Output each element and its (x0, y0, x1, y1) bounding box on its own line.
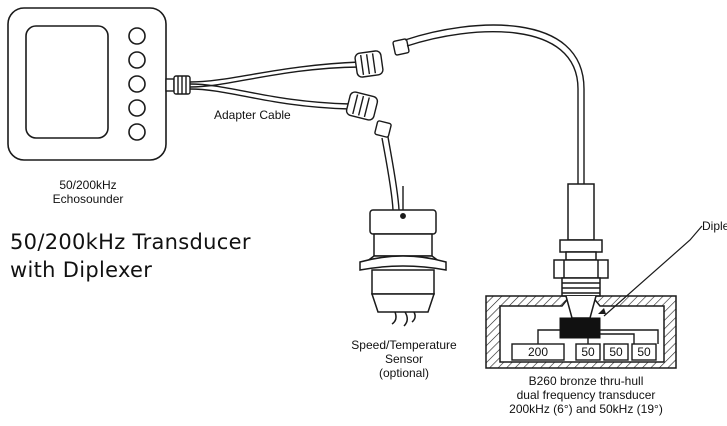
transducer-label-line1: B260 bronze thru-hull (528, 374, 644, 388)
transducer-label-line2: dual frequency transducer (516, 388, 656, 402)
diagram-title: 50/200kHz Transducer with Diplexer (10, 228, 251, 284)
echosounder-label-line1: 50/200kHz (59, 178, 117, 192)
connector-icon (165, 75, 191, 95)
element-box-label: 50 (609, 345, 623, 359)
sensor-label-line1: Speed/Temperature (351, 338, 457, 352)
speed-temperature-sensor (359, 209, 447, 327)
element-box-label: 200 (528, 345, 548, 359)
echosounder-label-line2: Echosounder (52, 192, 124, 206)
connector-icon (354, 38, 410, 78)
sensor-label-line2: Sensor (384, 352, 424, 366)
element-box-label: 50 (637, 345, 651, 359)
button-circle-icon (128, 123, 146, 141)
transducer-label-line3: 200kHz (6°) and 50kHz (19°) (509, 402, 663, 416)
button-circle-icon (128, 99, 146, 117)
diagram-title-line2: with Diplexer (10, 258, 153, 282)
sensor-label-line3: (optional) (378, 366, 430, 380)
button-circle-icon (128, 51, 146, 69)
sensor-cable (381, 136, 404, 216)
diplexer-leader (603, 225, 703, 317)
element-box-label: 50 (581, 345, 595, 359)
transducer-label: B260 bronze thru-hull dual frequency tra… (496, 374, 676, 416)
adapter-cable (189, 61, 361, 110)
element-box-50 (603, 343, 629, 361)
connector-icon (345, 91, 392, 138)
echosounder-label: 50/200kHz Echosounder (40, 178, 136, 206)
echosounder-screen (25, 25, 109, 139)
transducer-cable (404, 24, 585, 184)
element-boxes (511, 343, 657, 361)
element-box-50 (575, 343, 601, 361)
sensor-label: Speed/Temperature Sensor (optional) (342, 338, 466, 380)
transducer-stem (553, 183, 609, 297)
button-circle-icon (128, 27, 146, 45)
element-box-200 (511, 343, 565, 361)
button-circle-icon (128, 75, 146, 93)
diplexer-arrow (598, 308, 606, 314)
echosounder-unit (7, 7, 167, 161)
adapter-cable-label: Adapter Cable (214, 108, 291, 122)
diplexer-block (537, 317, 659, 344)
diplexer-label: Diplexer (702, 219, 727, 233)
element-box-50 (631, 343, 657, 361)
diagram-title-line1: 50/200kHz Transducer (10, 230, 251, 254)
